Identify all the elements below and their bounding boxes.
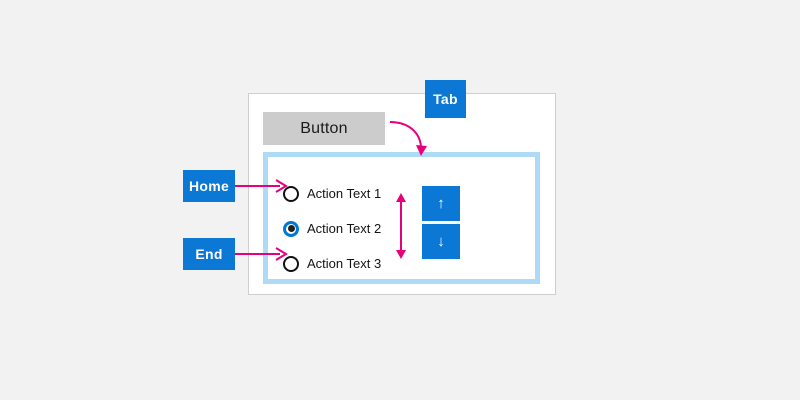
radio-option-1-label: Action Text 1 bbox=[307, 186, 382, 201]
key-chip-end: End bbox=[183, 238, 235, 270]
arrow-down-icon: ↓ bbox=[437, 233, 445, 250]
radio-option-3-label: Action Text 3 bbox=[307, 256, 382, 271]
radio-option-3[interactable]: Action Text 3 bbox=[283, 246, 413, 281]
radio-option-2-label: Action Text 2 bbox=[307, 221, 382, 236]
key-chip-tab: Tab bbox=[425, 80, 466, 118]
radio-unselected-icon[interactable] bbox=[283, 255, 299, 272]
arrow-end-pointer-icon bbox=[226, 247, 288, 261]
arrow-up-icon: ↑ bbox=[437, 195, 445, 212]
spinner-up-button[interactable]: ↑ bbox=[422, 186, 460, 221]
button-control[interactable]: Button bbox=[263, 112, 385, 145]
action-radio-group: Action Text 1 Action Text 2 Action Text … bbox=[283, 176, 413, 281]
spinner-down-button[interactable]: ↓ bbox=[422, 224, 460, 259]
double-arrow-up-down-icon bbox=[396, 193, 406, 259]
arrow-home-pointer-icon bbox=[226, 179, 288, 193]
radio-selected-icon[interactable] bbox=[283, 220, 299, 237]
radio-option-1[interactable]: Action Text 1 bbox=[283, 176, 413, 211]
key-chip-home: Home bbox=[183, 170, 235, 202]
curved-arrow-tab-icon bbox=[389, 121, 427, 156]
button-control-label: Button bbox=[300, 119, 348, 137]
spinner-buttons: ↑ ↓ bbox=[422, 186, 460, 259]
radio-option-2[interactable]: Action Text 2 bbox=[283, 211, 413, 246]
radio-unselected-icon[interactable] bbox=[283, 185, 299, 202]
